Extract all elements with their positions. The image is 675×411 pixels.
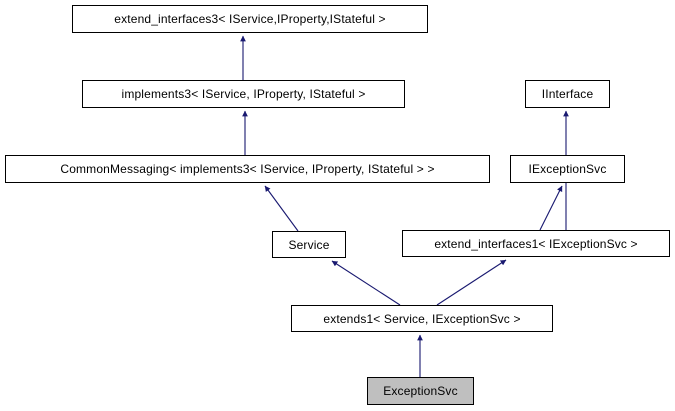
inheritance-edge-extends1-to-extend_interfaces1 — [436, 259, 507, 306]
class-node-label: Service — [288, 237, 330, 252]
class-node-implements3[interactable]: implements3< IService, IProperty, IState… — [82, 80, 405, 108]
class-node-exceptionsvc[interactable]: ExceptionSvc — [367, 377, 474, 405]
class-node-extend_interfaces3[interactable]: extend_interfaces3< IService,IProperty,I… — [72, 5, 428, 33]
class-node-label: implements3< IService, IProperty, IState… — [121, 87, 366, 101]
class-node-label: ExceptionSvc — [383, 384, 458, 398]
inheritance-edge-extend_interfaces1-to-iexceptionsvc — [539, 185, 563, 231]
class-node-label: IInterface — [541, 87, 594, 101]
class-node-label: extend_interfaces1< IExceptionSvc > — [434, 236, 638, 251]
class-node-extend_interfaces1[interactable]: extend_interfaces1< IExceptionSvc > — [402, 230, 670, 257]
class-node-label: extends1< Service, IExceptionSvc > — [323, 311, 521, 326]
class-node-commonmessaging[interactable]: CommonMessaging< implements3< IService, … — [5, 155, 490, 183]
class-node-iinterface[interactable]: IInterface — [525, 80, 610, 108]
class-node-service[interactable]: Service — [272, 231, 346, 258]
inheritance-edge-service-to-commonmessaging — [264, 185, 299, 232]
inheritance-edge-extends1-to-service — [331, 260, 401, 306]
class-node-label: CommonMessaging< implements3< IService, … — [60, 162, 435, 176]
class-node-label: IExceptionSvc — [528, 162, 607, 176]
class-node-label: extend_interfaces3< IService,IProperty,I… — [114, 12, 386, 26]
class-node-iexceptionsvc[interactable]: IExceptionSvc — [510, 155, 625, 183]
class-node-extends1[interactable]: extends1< Service, IExceptionSvc > — [291, 305, 553, 332]
